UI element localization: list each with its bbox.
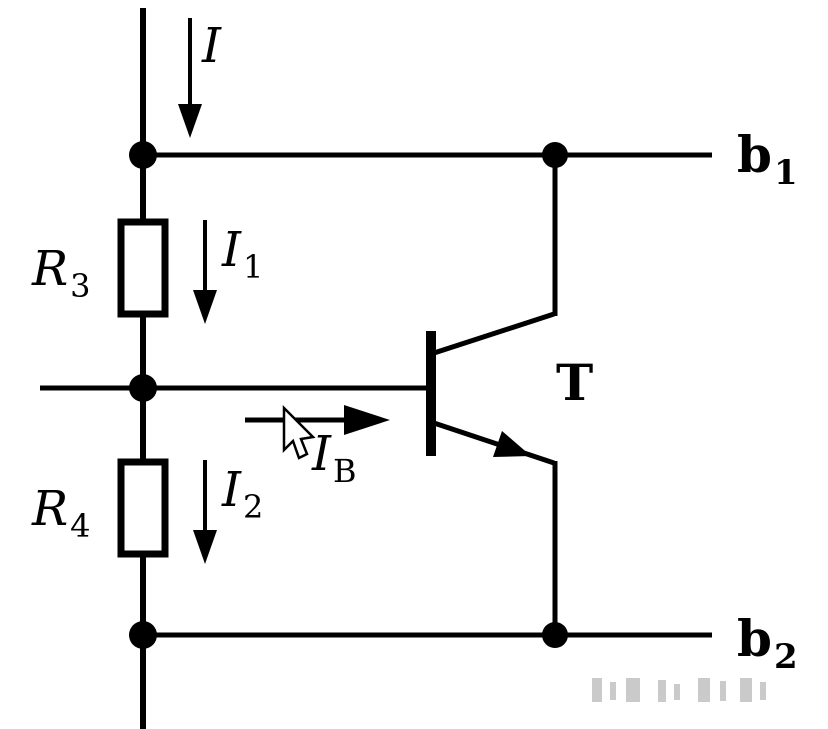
current-i2-arrow-icon (193, 530, 217, 564)
label-current-i: I (201, 18, 222, 74)
node-middle-left (129, 374, 157, 402)
label-resistor-r3: R3 (31, 241, 91, 305)
node-top-right (542, 142, 568, 168)
label-base-current-ib: IB (311, 426, 356, 490)
current-i-arrow-icon (178, 104, 202, 138)
watermark (592, 678, 766, 702)
emitter-arrow-icon (493, 431, 531, 457)
label-current-i2: I2 (221, 462, 263, 526)
label-current-i1: I1 (221, 222, 263, 286)
node-bottom-left (129, 621, 157, 649)
label-transistor-t: T (556, 353, 593, 412)
node-bottom-right (542, 622, 568, 648)
label-resistor-r4: R4 (31, 481, 91, 545)
mouse-cursor-icon (282, 404, 316, 460)
label-terminal-b2: b2 (737, 609, 798, 677)
node-top-left (129, 141, 157, 169)
transistor-collector-diagonal (433, 311, 555, 356)
base-current-arrow-icon (344, 405, 390, 435)
current-i1-arrow-icon (193, 290, 217, 324)
transistor-emitter-diagonal (433, 420, 555, 466)
label-terminal-b1: b1 (737, 125, 798, 193)
resistor-r4-body (117, 458, 169, 558)
resistor-r3-body (117, 218, 169, 318)
